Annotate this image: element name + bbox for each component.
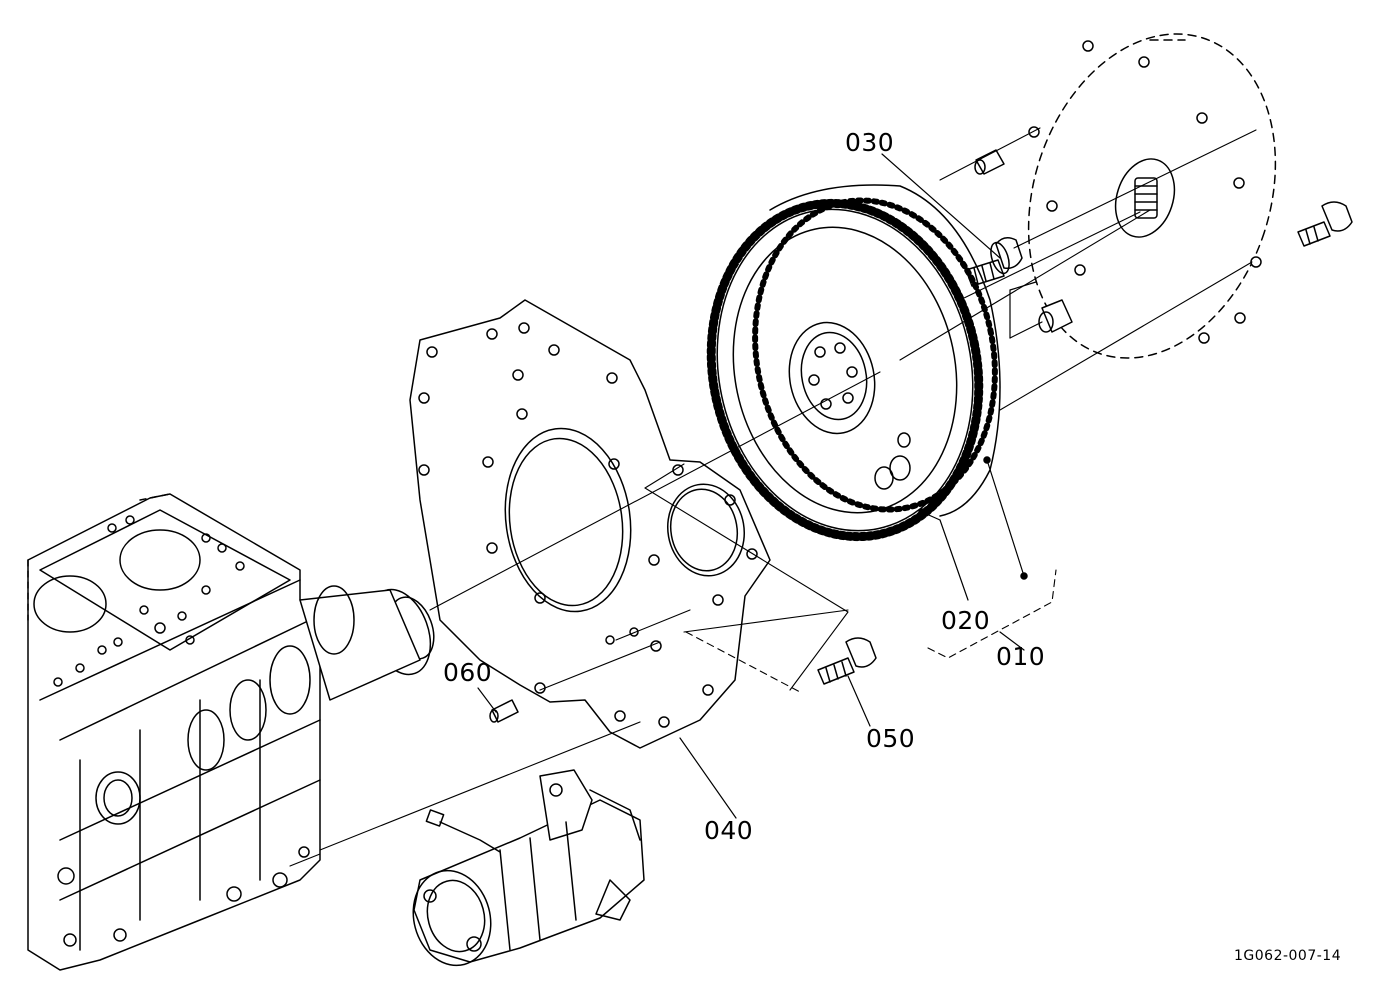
centerlines bbox=[290, 128, 1256, 866]
bolt-050 bbox=[818, 638, 876, 684]
leader-060 bbox=[478, 688, 496, 712]
engine-head-holes bbox=[54, 516, 244, 686]
flywheel-bolt-holes bbox=[809, 343, 857, 409]
flywheel-lightening-holes bbox=[875, 433, 910, 489]
callout-020: 020 bbox=[941, 606, 991, 635]
flex-plate-holes bbox=[1029, 41, 1261, 343]
pilot-bearing bbox=[1010, 282, 1072, 338]
crankshaft bbox=[188, 581, 442, 770]
engine-block bbox=[28, 494, 442, 970]
drawing-code: 1G062-007-14 bbox=[1234, 948, 1342, 964]
leader-020b bbox=[922, 512, 940, 520]
bolt-030 bbox=[966, 238, 1022, 286]
flex-plate bbox=[988, 2, 1315, 391]
callout-060: 060 bbox=[443, 658, 493, 687]
callout-010: 010 bbox=[996, 642, 1046, 671]
callout-040: 040 bbox=[704, 816, 754, 845]
dowel-pin bbox=[975, 150, 1004, 174]
flywheel bbox=[681, 178, 1027, 579]
dowel-060 bbox=[490, 700, 518, 722]
leader-050 bbox=[848, 676, 870, 726]
adapter-plate bbox=[410, 300, 770, 748]
leader-030 bbox=[882, 154, 1000, 258]
leader-010b bbox=[1000, 632, 1024, 650]
dashed-guides bbox=[686, 570, 1056, 692]
solid-guides bbox=[645, 488, 848, 690]
leader-010 bbox=[987, 460, 1024, 576]
leader-lines bbox=[478, 154, 1024, 818]
callout-050: 050 bbox=[866, 724, 916, 753]
flex-plate-bolt bbox=[1298, 202, 1352, 246]
leader-040 bbox=[680, 738, 736, 818]
adapter-plate-holes bbox=[419, 323, 757, 727]
callout-030: 030 bbox=[845, 128, 895, 157]
leader-020 bbox=[940, 520, 968, 600]
flex-plate-spline bbox=[1135, 178, 1157, 218]
starter-motor bbox=[403, 770, 644, 974]
